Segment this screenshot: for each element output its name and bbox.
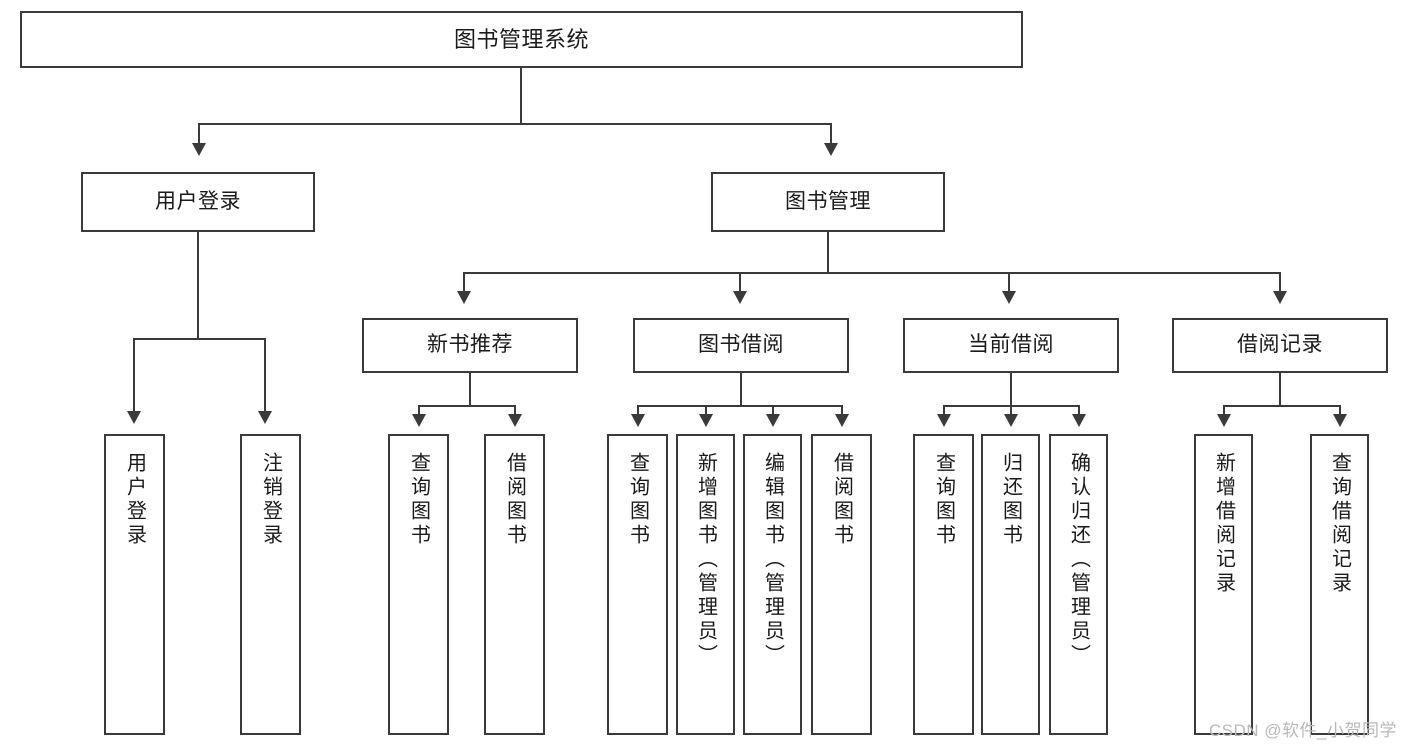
connector-recommend-stem	[469, 373, 471, 406]
connector-login-stem	[197, 232, 199, 339]
arrow-books-to-l3c	[1002, 291, 1016, 304]
connector-current-to-leaf2	[1010, 405, 1012, 416]
connector-borrow-to-leaf3	[772, 405, 774, 416]
arrow-current-to-leaf1	[937, 414, 951, 427]
connector-borrow-to-leaf1	[637, 405, 639, 416]
leaf-borrow-books-recommend-label: 借阅图书	[503, 452, 526, 548]
node-user-login[interactable]: 用户登录	[81, 172, 315, 232]
connector-recommend-to-leaf1	[418, 405, 420, 416]
node-book-borrow[interactable]: 图书借阅	[633, 318, 849, 373]
leaf-borrow-books-borrow-label: 借阅图书	[830, 452, 853, 548]
connector-current-to-leaf3	[1078, 405, 1080, 416]
connector-records-to-leaf1	[1223, 405, 1225, 416]
leaf-return-books[interactable]: 归还图书	[981, 434, 1040, 735]
connector-records-to-leaf2	[1339, 405, 1341, 416]
watermark: CSDN @软件_小贺同学	[1208, 721, 1397, 740]
leaf-confirm-return-admin-label: 确认归还（管理员）	[1067, 452, 1090, 668]
leaf-query-books-borrow[interactable]: 查询图书	[607, 434, 668, 735]
leaf-add-borrow-record-label: 新增借阅记录	[1212, 452, 1235, 596]
node-borrow-records-label: 借阅记录	[1237, 333, 1323, 357]
connector-borrow-bus	[637, 405, 843, 407]
node-new-book-recommend-label: 新书推荐	[427, 333, 513, 357]
leaf-query-books-recommend[interactable]: 查询图书	[388, 434, 449, 735]
arrow-books-to-l3b	[733, 291, 747, 304]
arrow-borrow-to-leaf4	[835, 414, 849, 427]
arrow-root-to-books	[824, 143, 838, 156]
leaf-query-books-borrow-label: 查询图书	[626, 452, 649, 548]
connector-records-stem	[1279, 373, 1281, 406]
connector-login-to-leaf2	[264, 338, 266, 414]
leaf-user-login[interactable]: 用户登录	[104, 434, 165, 735]
arrow-recommend-to-leaf2	[508, 414, 522, 427]
connector-books-stem	[827, 232, 829, 273]
leaf-edit-book-admin-label: 编辑图书（管理员）	[761, 452, 784, 668]
arrow-recommend-to-leaf1	[412, 414, 426, 427]
arrow-records-to-leaf2	[1333, 414, 1347, 427]
connector-recommend-to-leaf2	[514, 405, 516, 416]
leaf-query-books-current[interactable]: 查询图书	[913, 434, 974, 735]
connector-login-bus	[133, 338, 264, 340]
connector-books-to-l3d	[1279, 272, 1281, 294]
connector-borrow-stem	[740, 373, 742, 406]
connector-books-bus	[463, 272, 1281, 274]
node-book-borrow-label: 图书借阅	[698, 333, 784, 357]
connector-books-to-l3a	[463, 272, 465, 294]
leaf-logout[interactable]: 注销登录	[240, 434, 301, 735]
connector-borrow-to-leaf2	[705, 405, 707, 416]
arrow-current-to-leaf2	[1004, 414, 1018, 427]
connector-current-to-leaf1	[943, 405, 945, 416]
leaf-borrow-books-borrow[interactable]: 借阅图书	[811, 434, 872, 735]
connector-root-bus	[198, 123, 832, 125]
node-book-management[interactable]: 图书管理	[711, 172, 945, 232]
leaf-logout-label: 注销登录	[259, 452, 282, 548]
node-borrow-records[interactable]: 借阅记录	[1172, 318, 1388, 373]
connector-login-to-leaf1	[133, 338, 135, 414]
connector-root-to-login	[198, 123, 200, 146]
arrow-borrow-to-leaf2	[699, 414, 713, 427]
leaf-user-login-label: 用户登录	[123, 452, 146, 548]
node-current-borrow-label: 当前借阅	[968, 333, 1054, 357]
arrow-login-to-leaf2	[258, 411, 272, 424]
arrow-current-to-leaf3	[1072, 414, 1086, 427]
connector-root-to-books	[830, 123, 832, 146]
leaf-query-books-current-label: 查询图书	[932, 452, 955, 548]
arrow-borrow-to-leaf1	[631, 414, 645, 427]
arrow-borrow-to-leaf3	[766, 414, 780, 427]
connector-recommend-bus	[418, 405, 516, 407]
leaf-return-books-label: 归还图书	[999, 452, 1022, 548]
node-root[interactable]: 图书管理系统	[20, 11, 1023, 68]
node-book-management-label: 图书管理	[785, 189, 871, 213]
arrow-login-to-leaf1	[127, 411, 141, 424]
leaf-borrow-books-recommend[interactable]: 借阅图书	[484, 434, 545, 735]
connector-records-bus	[1223, 405, 1341, 407]
connector-books-to-l3b	[739, 272, 741, 294]
leaf-confirm-return-admin[interactable]: 确认归还（管理员）	[1049, 434, 1108, 735]
connector-root-stem	[520, 68, 522, 124]
arrow-root-to-login	[192, 143, 206, 156]
leaf-add-borrow-record[interactable]: 新增借阅记录	[1194, 434, 1253, 735]
node-new-book-recommend[interactable]: 新书推荐	[362, 318, 578, 373]
arrow-books-to-l3a	[457, 291, 471, 304]
connector-books-to-l3c	[1008, 272, 1010, 294]
node-current-borrow[interactable]: 当前借阅	[903, 318, 1119, 373]
node-root-label: 图书管理系统	[453, 26, 589, 52]
connector-current-stem	[1010, 373, 1012, 406]
connector-borrow-to-leaf4	[841, 405, 843, 416]
leaf-query-borrow-record-label: 查询借阅记录	[1328, 452, 1351, 596]
leaf-query-borrow-record[interactable]: 查询借阅记录	[1310, 434, 1369, 735]
leaf-edit-book-admin[interactable]: 编辑图书（管理员）	[743, 434, 802, 735]
node-user-login-label: 用户登录	[155, 189, 241, 213]
leaf-add-book-admin[interactable]: 新增图书（管理员）	[676, 434, 735, 735]
leaf-add-book-admin-label: 新增图书（管理员）	[694, 452, 717, 668]
arrow-records-to-leaf1	[1217, 414, 1231, 427]
arrow-books-to-l3d	[1273, 291, 1287, 304]
leaf-query-books-recommend-label: 查询图书	[407, 452, 430, 548]
